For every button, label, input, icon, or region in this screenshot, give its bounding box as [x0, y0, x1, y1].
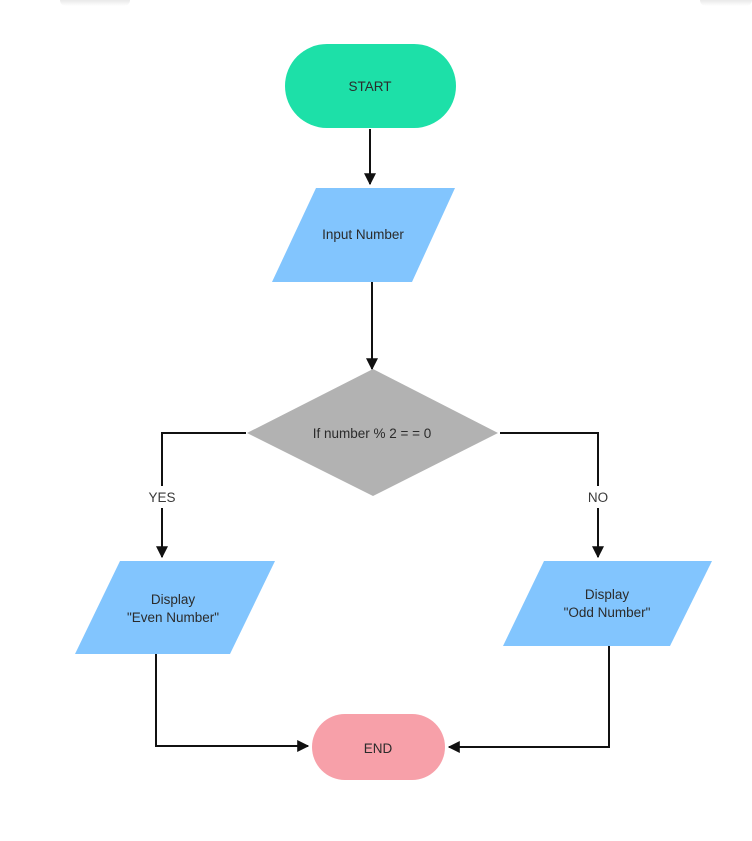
edge-odd-to-end — [447, 646, 610, 753]
start-node: START — [285, 44, 456, 128]
input-shape — [272, 188, 455, 282]
top-right-shadow — [700, 0, 752, 6]
even-label-line1: Display — [151, 592, 196, 607]
top-left-shadow — [60, 0, 130, 6]
odd-label-line2: "Odd Number" — [564, 605, 651, 620]
start-shape — [285, 44, 456, 128]
edge-decision-to-even — [156, 432, 246, 559]
decision-node: If number % 2 = = 0 — [247, 369, 498, 496]
decision-label: If number % 2 = = 0 — [313, 426, 432, 441]
even-label-line2: "Even Number" — [127, 610, 219, 625]
no-label-bg — [582, 486, 614, 508]
odd-shape — [503, 561, 712, 646]
even-shape — [75, 561, 275, 654]
edge-decision-to-odd — [500, 432, 604, 559]
start-label: START — [348, 79, 391, 94]
even-node: Display "Even Number" — [75, 561, 275, 654]
end-node: END — [312, 714, 445, 780]
yes-label-bg — [145, 486, 181, 508]
end-label: END — [364, 741, 393, 756]
end-shape — [312, 714, 445, 780]
odd-node: Display "Odd Number" — [503, 561, 712, 646]
edge-even-to-end — [155, 654, 310, 752]
input-node: Input Number — [272, 188, 455, 282]
decision-shape — [247, 369, 498, 496]
odd-label-line1: Display — [585, 587, 630, 602]
no-label: NO — [588, 490, 608, 505]
input-label: Input Number — [322, 227, 404, 242]
yes-label: YES — [148, 490, 175, 505]
